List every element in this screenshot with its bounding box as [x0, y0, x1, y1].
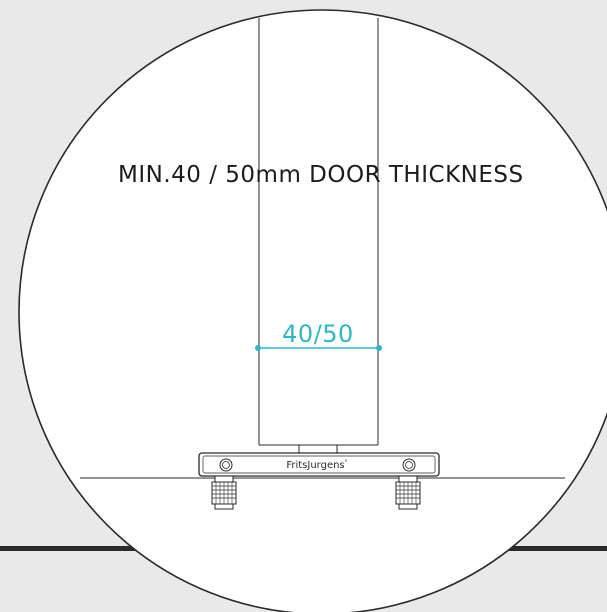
adjustable-foot-left	[211, 475, 237, 510]
screw-right-icon	[402, 458, 416, 472]
screw-left-icon	[219, 458, 233, 472]
detail-circle	[18, 9, 607, 612]
brand-name: FritsJurgens	[286, 460, 344, 471]
pivot-base-inner	[202, 455, 436, 474]
pivot-base-plate	[198, 452, 440, 477]
door-thickness-headline: MIN.40 / 50mm DOOR THICKNESS	[118, 162, 524, 188]
brand-label: FritsJurgens°	[286, 459, 347, 471]
measurement-endpoint-right	[376, 345, 382, 351]
pivot-spindle	[298, 444, 338, 454]
measurement-endpoint-left	[255, 345, 261, 351]
brand-mark: °	[345, 459, 348, 466]
measurement-label: 40/50	[282, 320, 354, 348]
adjustable-foot-right	[395, 475, 421, 510]
